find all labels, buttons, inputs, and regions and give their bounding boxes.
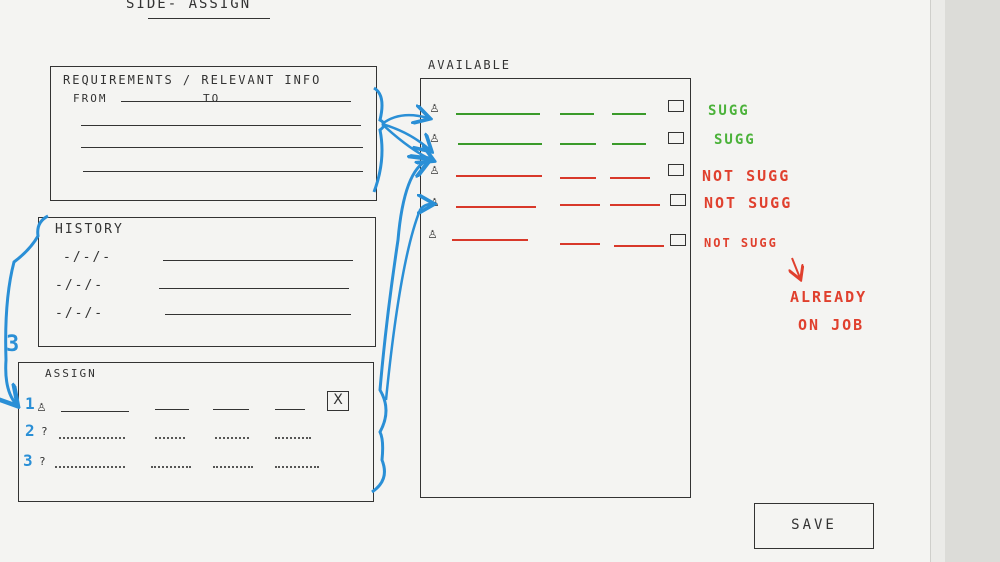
slot-number: 3 xyxy=(23,451,33,470)
requirements-title: REQUIREMENTS / RELEVANT INFO xyxy=(63,73,322,87)
already-on-job-note: ALREADY xyxy=(790,288,868,306)
slot-number: 1 xyxy=(25,394,35,413)
history-date: -/-/- xyxy=(63,250,113,265)
save-button[interactable]: SAVE xyxy=(754,503,874,549)
empty-slot-line[interactable] xyxy=(215,437,249,439)
assigned-detail-line xyxy=(155,409,189,410)
remove-assignment-button[interactable]: X xyxy=(327,391,349,411)
title-underline xyxy=(148,18,270,19)
select-checkbox[interactable] xyxy=(668,100,684,112)
history-title: HISTORY xyxy=(55,222,124,237)
candidate-name-line xyxy=(456,206,536,208)
candidate-detail-line xyxy=(560,143,596,145)
suggestion-note: NOT SUGG xyxy=(704,194,793,212)
flow-step-number: 3 xyxy=(6,332,20,357)
page-title: SIDE- ASSIGN xyxy=(126,0,252,12)
from-label: FROM xyxy=(73,92,108,105)
save-button-label: SAVE xyxy=(791,517,837,533)
suggestion-note: NOT SUGG xyxy=(702,167,791,185)
history-date: -/-/- xyxy=(55,278,105,293)
slot-number: 2 xyxy=(25,421,35,440)
history-entry-line xyxy=(163,260,353,261)
history-entry-line xyxy=(165,314,351,315)
candidate-detail-line xyxy=(610,204,660,206)
paper-edge xyxy=(930,0,945,562)
history-date: -/-/- xyxy=(55,306,105,321)
candidate-detail-line xyxy=(560,177,596,179)
history-entry-line xyxy=(159,288,349,289)
available-title: AVAILABLE xyxy=(428,58,512,72)
select-checkbox[interactable] xyxy=(668,164,684,176)
date-range-field[interactable] xyxy=(121,101,351,102)
person-icon: ♙ xyxy=(430,192,440,210)
candidate-detail-line xyxy=(612,113,646,115)
assigned-name-line xyxy=(61,411,129,412)
person-icon: ♙ xyxy=(430,160,440,178)
empty-slot-line[interactable] xyxy=(275,437,311,439)
select-checkbox[interactable] xyxy=(670,194,686,206)
candidate-detail-line xyxy=(612,143,646,145)
assigned-detail-line xyxy=(213,409,249,410)
candidate-name-line xyxy=(456,113,540,115)
assigned-detail-line xyxy=(275,409,305,410)
candidate-detail-line xyxy=(560,113,594,115)
already-on-job-note: ON JOB xyxy=(798,316,865,334)
candidate-detail-line xyxy=(560,204,600,206)
suggestion-note: SUGG xyxy=(714,132,756,148)
close-icon: X xyxy=(333,392,343,408)
suggestion-note: SUGG xyxy=(708,103,750,119)
empty-slot-line[interactable] xyxy=(155,437,185,439)
info-line[interactable] xyxy=(81,125,361,126)
select-checkbox[interactable] xyxy=(668,132,684,144)
suggestion-note: NOT SUGG xyxy=(704,236,778,250)
paper-sheet xyxy=(0,0,930,562)
empty-slot-line[interactable] xyxy=(55,466,125,468)
candidate-detail-line xyxy=(614,245,664,247)
empty-slot-line[interactable] xyxy=(213,466,253,468)
info-line[interactable] xyxy=(81,147,363,148)
person-icon: ♙ xyxy=(428,224,438,242)
empty-slot-icon: ? xyxy=(41,425,50,438)
empty-slot-line[interactable] xyxy=(151,466,191,468)
assign-panel: ASSIGN 1 ♙ X 2 ? 3 ? xyxy=(18,362,374,502)
candidate-name-line xyxy=(456,175,542,177)
candidate-name-line xyxy=(458,143,542,145)
empty-slot-line[interactable] xyxy=(59,437,125,439)
person-icon: ♙ xyxy=(430,128,440,146)
empty-slot-line[interactable] xyxy=(275,466,319,468)
history-panel: HISTORY -/-/- -/-/- -/-/- xyxy=(38,217,376,347)
select-checkbox[interactable] xyxy=(670,234,686,246)
candidate-detail-line xyxy=(560,243,600,245)
info-line[interactable] xyxy=(83,171,363,172)
empty-slot-icon: ? xyxy=(39,455,48,468)
assign-title: ASSIGN xyxy=(45,367,97,380)
requirements-panel: REQUIREMENTS / RELEVANT INFO FROM TO xyxy=(50,66,377,201)
to-label: TO xyxy=(203,92,221,105)
person-icon: ♙ xyxy=(430,98,440,116)
person-icon: ♙ xyxy=(37,397,47,415)
candidate-detail-line xyxy=(610,177,650,179)
candidate-name-line xyxy=(452,239,528,241)
available-panel xyxy=(420,78,691,498)
